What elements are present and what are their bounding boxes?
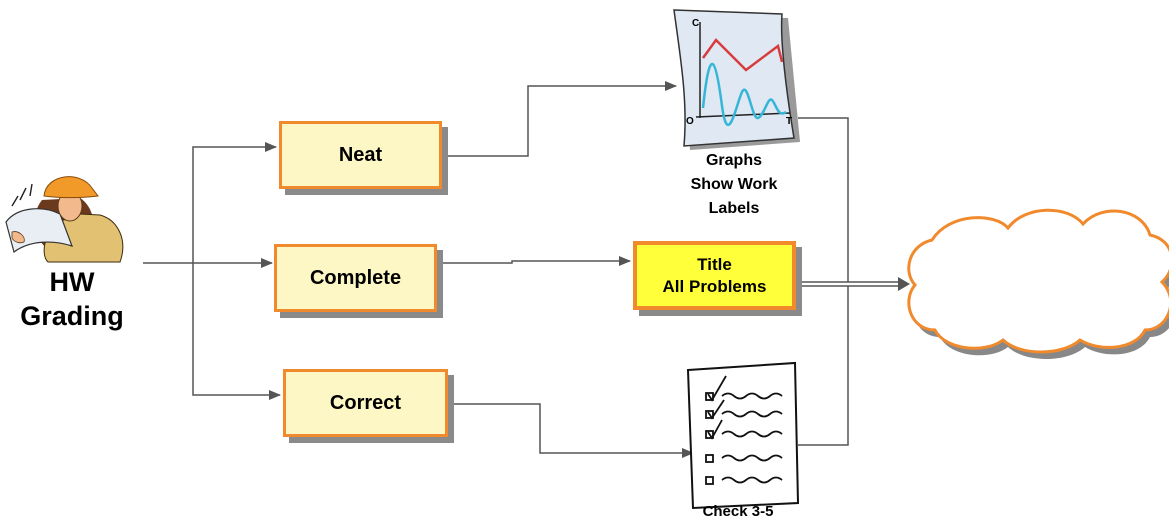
- check-mark-3: [707, 419, 723, 440]
- arrow-to-neat: [192, 142, 277, 263]
- arrow-complete-to-title: [441, 256, 631, 266]
- wavy-line-3: [721, 430, 783, 438]
- arrow-correct-to-check: [452, 403, 694, 458]
- caption-graphs: Graphs Show Work Labels: [690, 152, 778, 217]
- outcome-cloud: [907, 208, 1169, 359]
- node-correct[interactable]: Correct: [283, 369, 448, 437]
- node-title-all-problems[interactable]: Title All Problems: [633, 241, 796, 310]
- checkbox-2: [705, 410, 714, 419]
- graph-axis-c: C: [692, 18, 699, 29]
- node-complete[interactable]: Complete: [274, 244, 437, 312]
- wavy-line-2: [721, 410, 783, 418]
- node-title-all-problems-label: Title All Problems: [662, 254, 767, 296]
- arrow-to-correct: [192, 263, 281, 400]
- node-complete-label: Complete: [309, 266, 402, 289]
- arrow-neat-to-graphs: [446, 81, 677, 157]
- wavy-line-1: [721, 392, 783, 400]
- worker-hand: [11, 231, 25, 244]
- graph-axis-t: T: [786, 116, 792, 127]
- checkbox-4: [705, 454, 714, 463]
- wavy-line-5: [721, 476, 783, 484]
- caption-check: Check 3-5: [702, 503, 774, 520]
- root-connectors: [143, 142, 281, 400]
- node-neat[interactable]: Neat: [279, 121, 442, 189]
- arrow-to-cloud-head: [898, 277, 910, 291]
- check-mark-2: [707, 399, 725, 420]
- graph-axis-o: O: [686, 116, 694, 127]
- line-check-to-merge: [798, 286, 849, 446]
- check-mark-1: [707, 375, 727, 402]
- worker-reading-icon: [5, 176, 124, 263]
- checklist-rows: [705, 375, 783, 485]
- cloud-shape: [907, 208, 1169, 354]
- wavy-line-4: [721, 454, 783, 462]
- detail-connectors: [441, 81, 694, 458]
- cloud-connectors: [797, 117, 910, 446]
- root-label-hw-grading: HW Grading: [20, 267, 124, 331]
- node-neat-label: Neat: [338, 143, 383, 166]
- checklist-icon: [686, 361, 800, 510]
- worker-emphasis-lines: [11, 183, 33, 207]
- graph-x-axis: [695, 112, 791, 118]
- node-correct-label: Correct: [329, 391, 402, 414]
- graph-cyan-wave: [701, 63, 787, 126]
- graph-red-line: [701, 38, 784, 72]
- line-graphs-to-merge: [798, 117, 849, 282]
- worker-hardhat: [43, 176, 99, 198]
- graph-paper-icon: C O T: [673, 9, 800, 150]
- checkbox-5: [705, 476, 714, 485]
